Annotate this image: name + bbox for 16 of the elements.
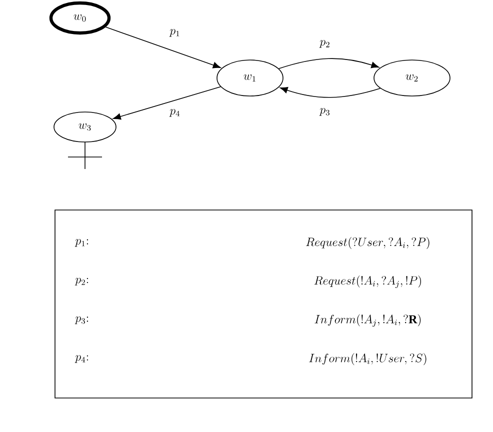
edge-label: $p_1$ — [169, 29, 180, 37]
message-formula: $Inform(!A_i,!User,?S)$ — [309, 353, 426, 366]
message-name: $p_3\colon$ — [74, 316, 88, 324]
message-name: $p_2\colon$ — [74, 278, 88, 286]
arrow — [280, 87, 381, 98]
edge-label: $p_2$ — [319, 40, 330, 48]
message-name: $p_1\colon$ — [74, 239, 88, 247]
arrow — [278, 58, 380, 70]
message-formula: $Request(!A_i,?A_j,!P)$ — [314, 276, 422, 288]
message-formula: $Inform(!A_j,!A_i,?\mathbf{R})$ — [314, 314, 421, 327]
edge-label: $p_3$ — [319, 108, 330, 116]
message-formula: $Request(?User,?A_i,?P)$ — [306, 237, 430, 249]
edge-label: $p_4$ — [169, 109, 180, 117]
arrow — [113, 86, 221, 120]
message-name: $p_4\colon$ — [74, 355, 88, 363]
arrow — [105, 26, 221, 68]
